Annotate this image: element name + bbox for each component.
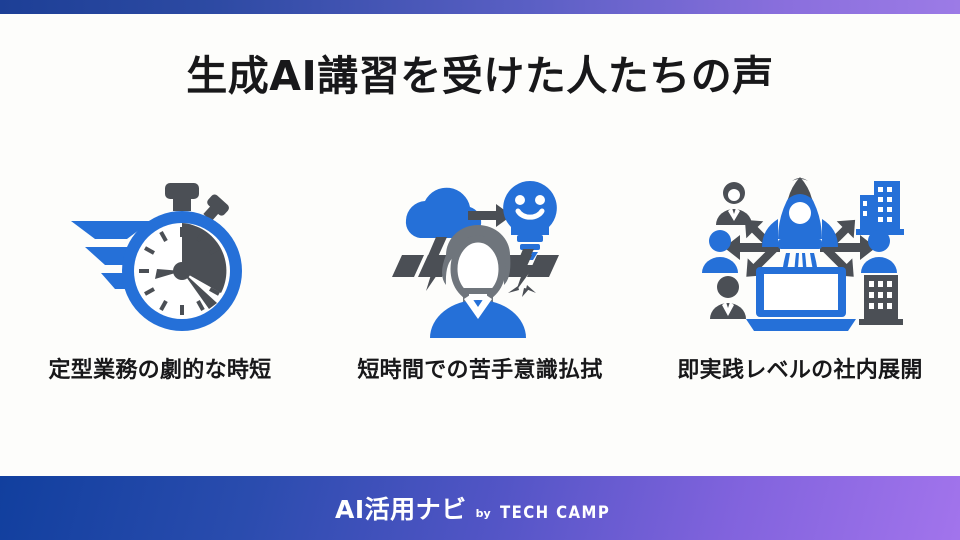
- page-title: 生成AI講習を受けた人たちの声: [186, 52, 774, 100]
- brand-logo-by: by: [475, 506, 491, 520]
- rocket-laptop-network-icon: [700, 170, 904, 340]
- winged-stopwatch-icon: [60, 170, 260, 340]
- brand-logo-techcamp: TECH CAMP: [499, 502, 610, 523]
- page-title-container: 生成AI講習を受けた人たちの声: [0, 52, 960, 100]
- brand-logo: AI活用ナビ by TECH CAMP: [335, 497, 625, 522]
- footer-brand-bar: AI活用ナビ by TECH CAMP: [0, 476, 960, 540]
- feature-caption-1: 定型業務の劇的な時短: [48, 358, 272, 383]
- feature-column-2: 短時間での苦手意識払拭: [320, 170, 640, 384]
- person-stormcloud-to-lightbulb-icon: [380, 170, 580, 340]
- feature-column-1: 定型業務の劇的な時短: [0, 170, 320, 384]
- brand-logo-main: AI活用ナビ: [335, 494, 467, 524]
- feature-caption-3: 即実践レベルの社内展開: [677, 358, 923, 383]
- feature-column-3: 即実践レベルの社内展開: [640, 170, 960, 384]
- top-accent-bar: [0, 0, 960, 14]
- feature-columns: 定型業務の劇的な時短: [0, 170, 960, 410]
- feature-caption-2: 短時間での苦手意識払拭: [357, 358, 603, 383]
